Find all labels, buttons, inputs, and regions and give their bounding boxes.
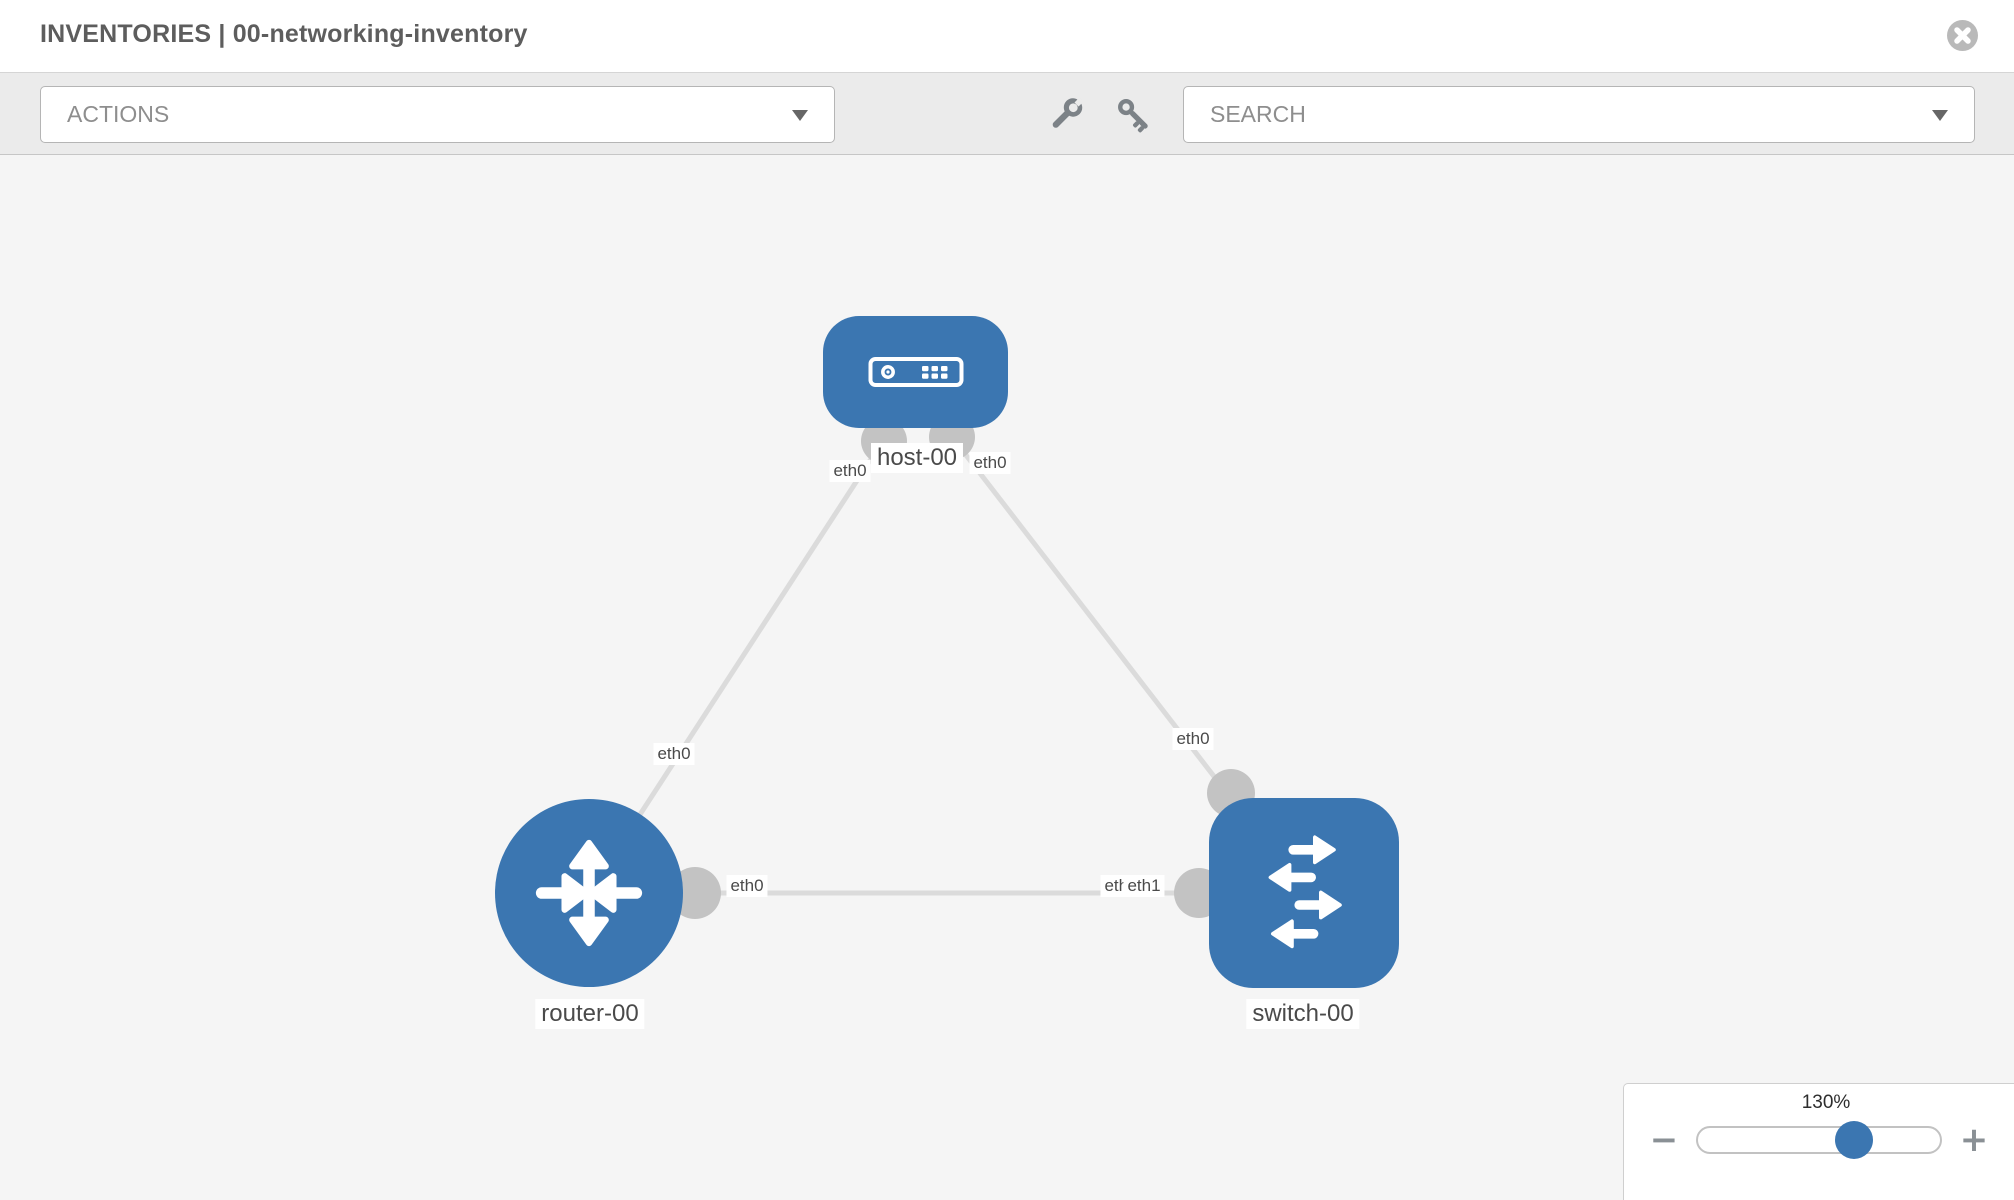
search-dropdown[interactable]: SEARCH <box>1183 86 1975 143</box>
actions-dropdown-label: ACTIONS <box>67 101 170 127</box>
interface-label-eth0: eth0 <box>1172 728 1214 750</box>
toolbar: ACTIONS SEARCH <box>0 73 2014 155</box>
page-title: INVENTORIES | 00-networking-inventory <box>40 20 528 48</box>
topology-edges-layer <box>586 414 1306 919</box>
zoom-slider-track[interactable] <box>1696 1121 1942 1159</box>
interface-label-eth1: eth1 <box>1123 875 1165 897</box>
node-label-router-00: router-00 <box>535 999 645 1029</box>
interface-label-eth0: eth0 <box>653 743 695 765</box>
zoom-slider-row: − + <box>1646 1120 1992 1160</box>
actions-dropdown[interactable]: ACTIONS <box>40 86 835 143</box>
zoom-slider-thumb[interactable] <box>1835 1121 1874 1159</box>
wrench-icon <box>1052 97 1084 128</box>
caret-down-icon <box>1932 109 1948 121</box>
plus-icon: + <box>1959 1120 1989 1160</box>
interface-label-eth0: eth0 <box>969 452 1011 474</box>
router-icon <box>535 839 643 947</box>
node-host-00[interactable] <box>823 316 1008 428</box>
node-switch-00[interactable] <box>1209 798 1399 988</box>
header: INVENTORIES | 00-networking-inventory <box>0 0 2014 73</box>
zoom-in-button[interactable]: + <box>1956 1122 1992 1158</box>
node-label-switch-00: switch-00 <box>1246 999 1360 1029</box>
minus-icon: − <box>1649 1120 1679 1160</box>
interface-label-eth0: eth0 <box>726 875 768 897</box>
topology-canvas[interactable]: host-00 router-00 switch-00 eth0 eth0 et… <box>0 156 2014 1200</box>
node-label-host-00: host-00 <box>870 443 964 473</box>
zoom-control-panel: 130% − + <box>1623 1083 2014 1200</box>
close-icon <box>1947 20 1978 51</box>
close-button[interactable] <box>1947 20 1978 51</box>
interface-label-eth0: eth0 <box>829 460 871 482</box>
zoom-out-button[interactable]: − <box>1646 1122 1682 1158</box>
host-icon <box>868 357 963 387</box>
zoom-level-value: 130% <box>1801 1092 1851 1113</box>
tools-button[interactable] <box>1045 94 1087 136</box>
key-management-button[interactable] <box>1113 94 1155 136</box>
node-router-00[interactable] <box>495 799 683 987</box>
key-icon <box>1118 99 1148 133</box>
caret-down-icon <box>792 109 808 121</box>
search-dropdown-label: SEARCH <box>1210 101 1306 127</box>
switch-icon <box>1268 835 1342 949</box>
